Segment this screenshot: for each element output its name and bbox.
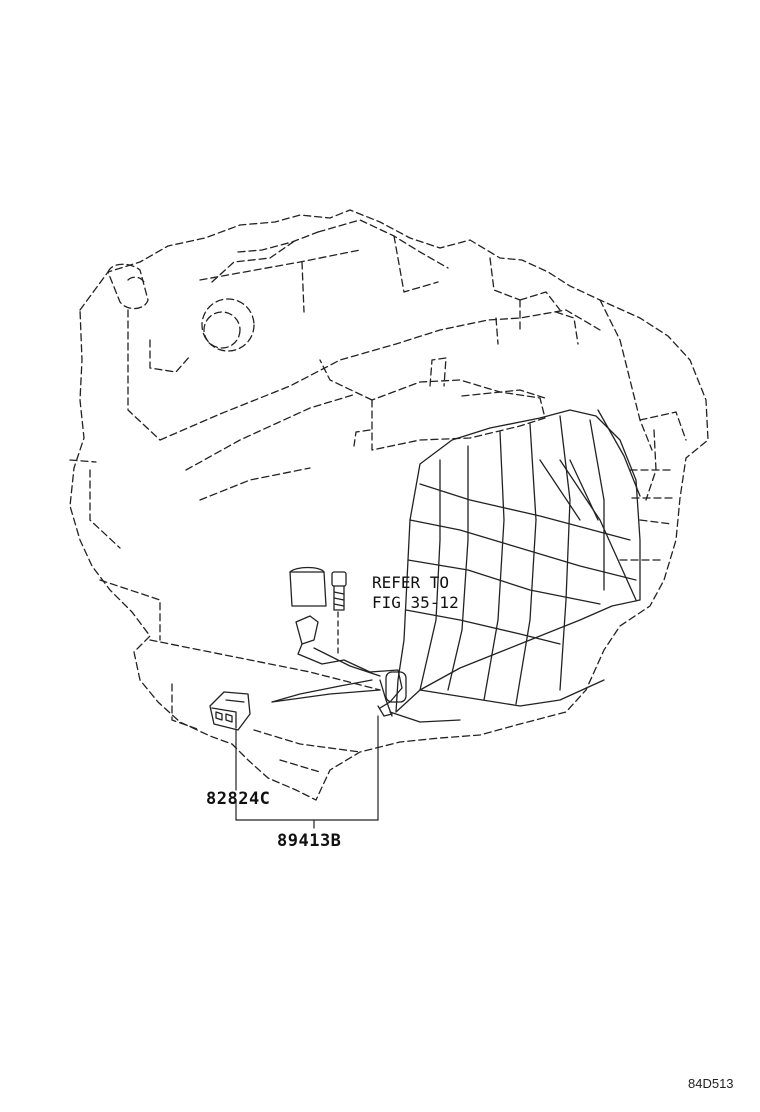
refer-to-note-line2: FIG 35-12 (372, 593, 459, 612)
leader-lines (235, 715, 379, 829)
refer-to-note: REFER TO FIG 35-12 (372, 573, 459, 613)
part-number-connector: 82824C (206, 789, 271, 809)
illustration-code: 84D513 (688, 1076, 734, 1091)
mounting-bolt (331, 571, 347, 657)
housing-boss (289, 566, 327, 607)
valve-body-lattice (389, 409, 641, 723)
transmission-housing (69, 209, 709, 801)
part-number-sensor-assembly: 89413B (277, 831, 342, 851)
wire-connector (209, 691, 251, 731)
speed-sensor-assembly (271, 615, 407, 717)
refer-to-note-line1: REFER TO (372, 573, 450, 592)
